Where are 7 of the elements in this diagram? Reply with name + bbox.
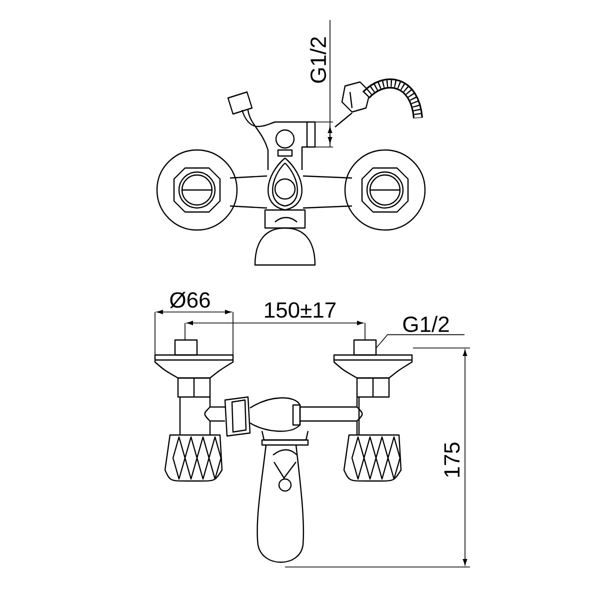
dimension-label: Ø66 [170,292,210,308]
dimension-label: G1/2 [310,37,326,83]
leader-line [376,334,465,348]
dimension-label: 175 [444,442,460,477]
inlet-connector [353,339,377,356]
dimension-label: 150±17 [265,302,336,318]
thread-label: G1/2 [403,316,449,332]
